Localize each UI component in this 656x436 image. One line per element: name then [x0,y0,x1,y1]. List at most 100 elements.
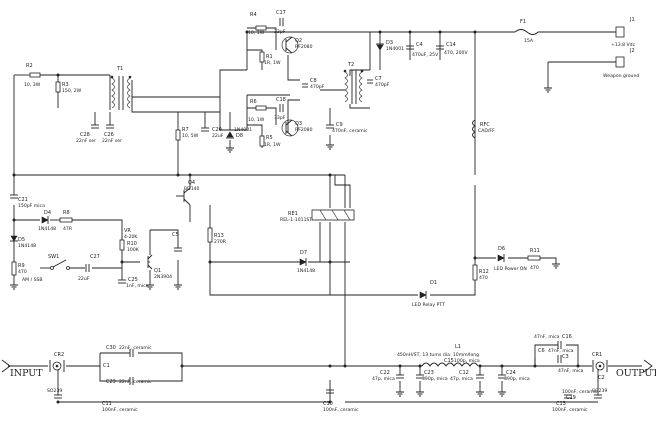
resistor-r13: R13 270R [207,227,227,245]
r5-ref: R5 [266,135,273,141]
r6-ref: R6 [250,99,257,105]
capacitor-c27: C27 22uF [78,254,100,282]
r5-value: 1R, 1W [264,142,281,148]
c3-ref: C3 [562,354,569,360]
d1-ref: D1 [430,280,437,286]
q1-value: 2N3904 [154,274,172,280]
resistor-r3: R3 150, 2W [55,81,82,94]
r3-value: 150, 2W [62,88,82,94]
capacitor-c10: C10 100nF, ceramic [323,389,359,413]
resistor-r5: R5 1R, 1W [259,135,281,148]
capacitor-c13: C13 100nF, ceramic [552,394,588,413]
resistor-r1: R1 1R, 1W [259,51,281,66]
q1-ref: Q1 [154,268,161,274]
r4-value: 10, 1W [248,30,265,36]
capacitor-c9: C9 470nF, ceramic [326,122,368,134]
r3-ref: R3 [62,82,69,88]
resistor-r4: R4 10, 1W [248,12,267,36]
capacitor-c8: C8 470pF [302,78,325,90]
f1-ref: F1 [520,19,526,25]
c5-ref: C5 [172,232,179,238]
capacitor-c7: C7 470pF [367,76,390,88]
c6-value: 47nF, mica [548,348,574,354]
r10-value: 100K [127,247,140,253]
coax-connector-input: CR2 SO239 [47,352,65,394]
fuse-f1: F1 15A [514,19,539,44]
capacitor-c6: C6 47nF, mica [538,348,574,354]
resistor-r11: R11 470 [527,248,541,271]
c10-value: 100nF, ceramic [323,407,359,413]
r10-ref: R10 [127,241,137,247]
capacitor-c25: C25 1nF, mica [118,277,149,289]
c28-ref: C28 [80,132,90,138]
c29-ref: C29 [106,379,116,385]
ground-icon [226,147,234,153]
c29-value: 22nF, ceramic [119,379,152,385]
d1-value: LED Relay PTT [412,302,445,308]
c4-ref: C4 [416,42,423,48]
capacitor-c4: C4 470uF, 25V [406,42,439,58]
c4-value: 470uF, 25V [412,52,439,58]
q3-ref: Q3 [295,121,302,127]
capacitor-c19: C19 100nF, ceramic [562,389,602,401]
capacitor-c12: C12 47p, mica [450,370,484,382]
j1-desc: +13.8 Vdc [611,42,636,48]
d7-value: 1N4148 [297,268,315,274]
c30-ref: C30 [106,345,116,351]
transistor-q1: Q1 2N3904 [147,254,172,280]
c19-ref: C19 [566,395,576,401]
ground-icon [544,87,552,93]
switch-sw1[interactable]: SW1 AM / SSB [22,254,70,283]
c25-ref: C25 [128,277,138,283]
ground-icon [326,144,334,150]
d8-ref: D8 [236,133,243,139]
q4-value: BD140 [184,186,200,192]
c8-value: 470pF [310,84,325,90]
r1-value: 1R, 1W [264,60,281,66]
ground-icon [498,391,506,397]
cr2-ref: CR2 [54,352,64,358]
diode-d6: D6 LED Power ON [494,246,527,272]
capacitor-c30: C30 22nF, ceramic [106,345,152,357]
c22-ref: C22 [380,370,390,376]
diode-d1: D1 LED Relay PTT [412,280,445,308]
resistor-r6: R6 10, 1W [248,99,267,123]
capacitor-c20: C20 22uF [201,127,224,139]
c9-ref: C9 [336,122,343,128]
c14-value: 470, 200V [444,50,468,56]
capacitor-c29: C29 22nF, ceramic [106,377,152,385]
c16-ref: C16 [562,334,572,340]
diode-d4: D4 1N4148 [38,210,56,232]
capacitor-c23: C23 390p, mica [416,370,448,382]
capacitor-c2: C2 [598,375,605,381]
c11-value: 100nF, ceramic [102,407,138,413]
capacitor-c17: C17 33pF [274,10,286,35]
r12-value: 470 [479,275,488,281]
l1-ref: L1 [455,344,461,350]
output-label: OUTPUT [616,368,656,379]
c25-value: 1nF, mica [126,283,149,289]
r8-ref: R8 [63,210,70,216]
ground-symbols [10,87,560,397]
c27-value: 22uF [78,276,90,282]
rfc-value: CAD/FF [478,128,495,134]
ground-icon [552,263,560,269]
c15-value: 100p, mica [454,358,480,364]
diode-d5: D5 1N4148 [10,235,36,249]
transformer-t2: T2 [343,62,364,104]
junction-dots [12,30,580,404]
d5-ref: D5 [18,237,25,243]
rfc-ref: RFC [480,122,490,128]
input-arrow-icon [1,359,11,373]
resistor-r12: R12 470 [472,264,489,281]
c20-value: 22uF [212,133,224,139]
c8-ref: C8 [310,78,317,84]
c24-value: 390p, mica [504,376,530,382]
ground-icon [396,391,404,397]
q2-value: RF2080 [295,44,313,50]
c22-value: 47p, mica [372,376,395,382]
cr1-ref: CR1 [592,352,602,358]
diode-d8: D8 1N4001 [226,127,252,139]
capacitor-c26: C26 22nF ser [102,124,122,144]
d4-ref: D4 [44,210,51,216]
